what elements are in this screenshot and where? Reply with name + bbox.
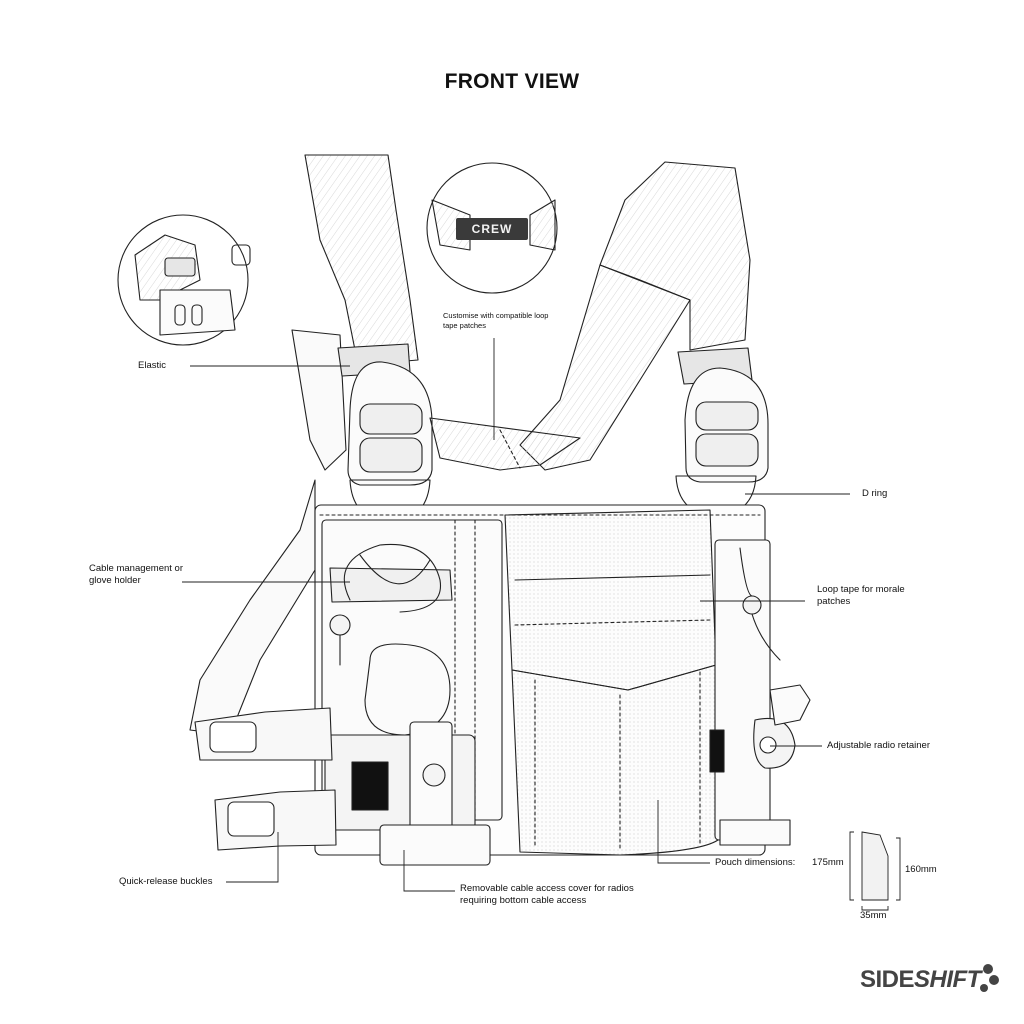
label-d-ring: D ring [862, 488, 888, 499]
cord-toggle-left [329, 614, 351, 636]
logo-side: SIDE [860, 966, 915, 993]
label-cable-management: Cable management or glove holder [89, 563, 183, 586]
leader-pouch-dims [657, 800, 710, 864]
page-title: FRONT VIEW [444, 70, 580, 93]
label-loop-tape: Loop tape for morale patches [817, 584, 905, 607]
main-pouch-body [511, 664, 719, 856]
shock-cord [343, 543, 442, 613]
label-quick-release: Quick-release buckles [119, 876, 213, 887]
left-shoulder-strap [304, 154, 419, 366]
right-side-pouch [714, 539, 771, 841]
loop-patch-right [709, 729, 725, 773]
left-strap-lower [291, 329, 347, 471]
label-radio-retainer: Adjustable radio retainer [827, 740, 930, 751]
main-pouch-flap [504, 509, 717, 691]
label-cable-cover: Removable cable access cover for radios … [460, 883, 634, 906]
cord-toggle-right [742, 595, 762, 615]
dimension-height-right: 160mm [905, 864, 937, 875]
cable-access-cover [379, 824, 491, 866]
leader-cable-cover [403, 850, 455, 892]
logo-shift: SHIFT [914, 966, 981, 993]
cable-management-strap [329, 567, 453, 603]
label-customise: Customise with compatible loop tape patc… [443, 311, 549, 330]
dimension-width: 35mm [860, 910, 887, 921]
right-strap-diagonal [519, 264, 691, 471]
label-pouch-dimensions: Pouch dimensions: [715, 857, 796, 868]
crew-patch: CREW [456, 218, 528, 240]
pouch-dimension-outline [861, 831, 889, 901]
cable-loop [364, 643, 451, 736]
right-shoulder-strap [599, 161, 751, 351]
loop-patch-left [351, 761, 389, 811]
dimension-height-left: 175mm [812, 857, 844, 868]
side-strap-left [189, 479, 316, 736]
leader-quick-release [226, 832, 279, 883]
label-elastic: Elastic [138, 360, 166, 371]
sideshift-logo: SIDESHIFT [860, 966, 981, 994]
